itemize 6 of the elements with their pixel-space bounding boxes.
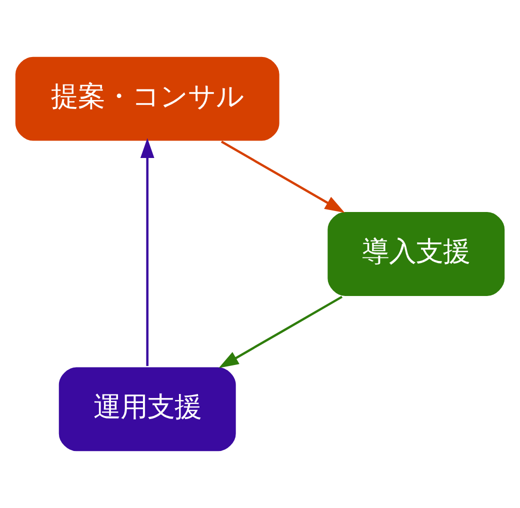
arrow: [140, 138, 154, 366]
node-box: 提案・コンサル: [14, 55, 281, 142]
arrow: [218, 296, 343, 368]
node-box: 導入支援: [326, 210, 506, 298]
node-box: 運用支援: [57, 366, 238, 453]
arrow: [220, 140, 345, 213]
